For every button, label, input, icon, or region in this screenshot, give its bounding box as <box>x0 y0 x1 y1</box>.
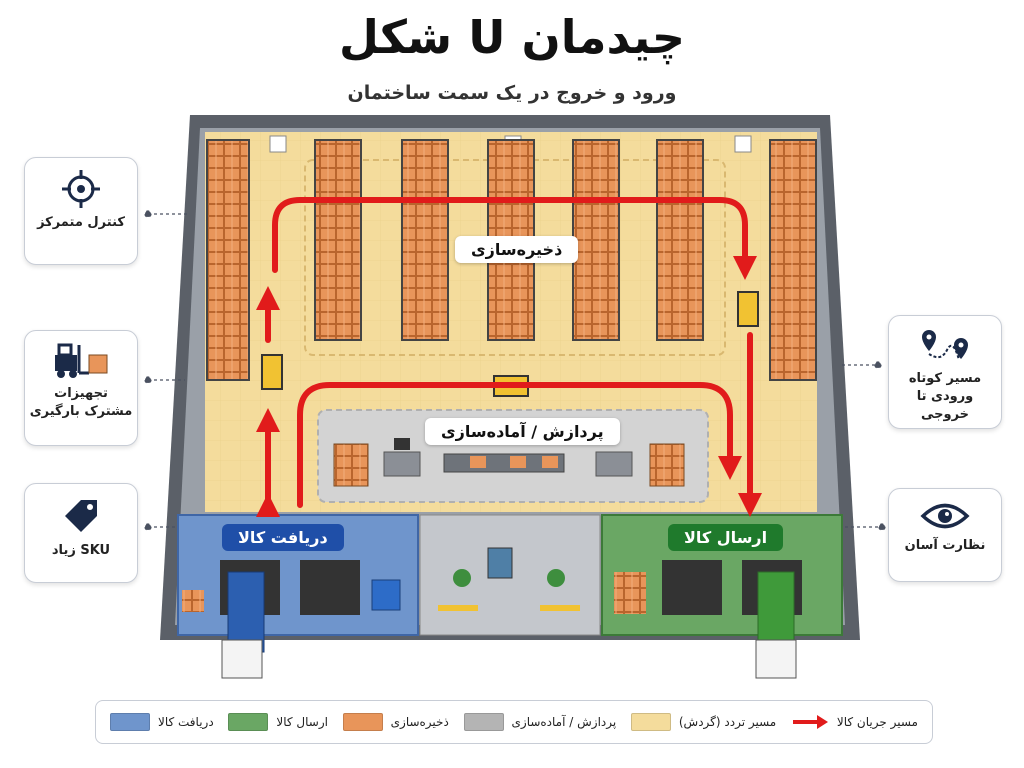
legend-label: ارسال کالا <box>276 715 328 729</box>
forklift-icon <box>55 343 108 378</box>
legend-label: دریافت کالا <box>158 715 214 729</box>
eye-icon <box>920 503 970 529</box>
receiving-dock <box>177 514 419 679</box>
receiving-zone-label: دریافت کالا <box>222 524 344 551</box>
legend-swatch <box>463 713 504 731</box>
processing-zone-label: پردازش / آماده‌سازی <box>425 418 620 445</box>
page-subtitle: ورود و خروج در یک سمت ساختمان <box>347 82 677 104</box>
legend-item-receiving: دریافت کالا <box>110 713 214 731</box>
feature-card-label: نظارت آسان <box>904 538 986 553</box>
storage-racks <box>206 139 817 381</box>
tag-icon <box>65 500 97 532</box>
legend-swatch <box>228 713 269 731</box>
page-title: چیدمان U شکل <box>339 10 685 64</box>
feature-card-many-sku: SKU زیاد <box>24 483 138 583</box>
forklifts <box>261 291 759 397</box>
feature-card-label: SKU زیاد <box>51 543 111 558</box>
feature-card-shared-equipment: تجهیزات مشترک بارگیری <box>24 330 138 446</box>
legend-swatch <box>630 713 671 731</box>
flow-arrow-top <box>272 197 757 280</box>
feature-card-label: مسیر کوتاه ورودی تا خروجی <box>908 371 982 422</box>
legend-label: ذخیره‌سازی <box>390 715 449 729</box>
flow-path <box>256 197 762 517</box>
feature-card-label: کنترل متمرکز <box>37 215 125 230</box>
legend-label: مسیر جریان کالا <box>836 715 918 729</box>
feature-card-central-control: کنترل متمرکز <box>24 157 138 265</box>
flow-arrow-icon <box>792 715 828 729</box>
legend-label: پردازش / آماده‌سازی <box>511 715 617 729</box>
shipping-zone-label: ارسال کالا <box>668 524 784 551</box>
legend-swatch <box>342 713 383 731</box>
feature-card-short-route: مسیر کوتاه ورودی تا خروجی <box>888 315 1002 429</box>
legend: دریافت کالا ارسال کالا ذخیره‌سازی پردازش… <box>95 700 933 744</box>
route-pins-icon <box>922 330 968 361</box>
flow-arrow-middle <box>297 382 742 508</box>
card-connectors <box>144 210 886 531</box>
storage-zone-label: ذخیره‌سازی <box>455 236 579 263</box>
legend-swatch <box>110 713 150 731</box>
feature-card-label: تجهیزات مشترک بارگیری <box>29 386 133 419</box>
crosshair-icon <box>62 170 100 208</box>
legend-item-storage: ذخیره‌سازی <box>342 713 449 731</box>
legend-item-processing: پردازش / آماده‌سازی <box>463 713 617 731</box>
legend-label: مسیر تردد (گردش) <box>678 715 777 729</box>
legend-item-flow: مسیر جریان کالا <box>791 714 918 730</box>
legend-item-aisle: مسیر تردد (گردش) <box>630 713 777 731</box>
legend-item-shipping: ارسال کالا <box>228 713 328 731</box>
feature-card-easy-monitoring: نظارت آسان <box>888 488 1002 582</box>
center-office <box>419 514 601 636</box>
